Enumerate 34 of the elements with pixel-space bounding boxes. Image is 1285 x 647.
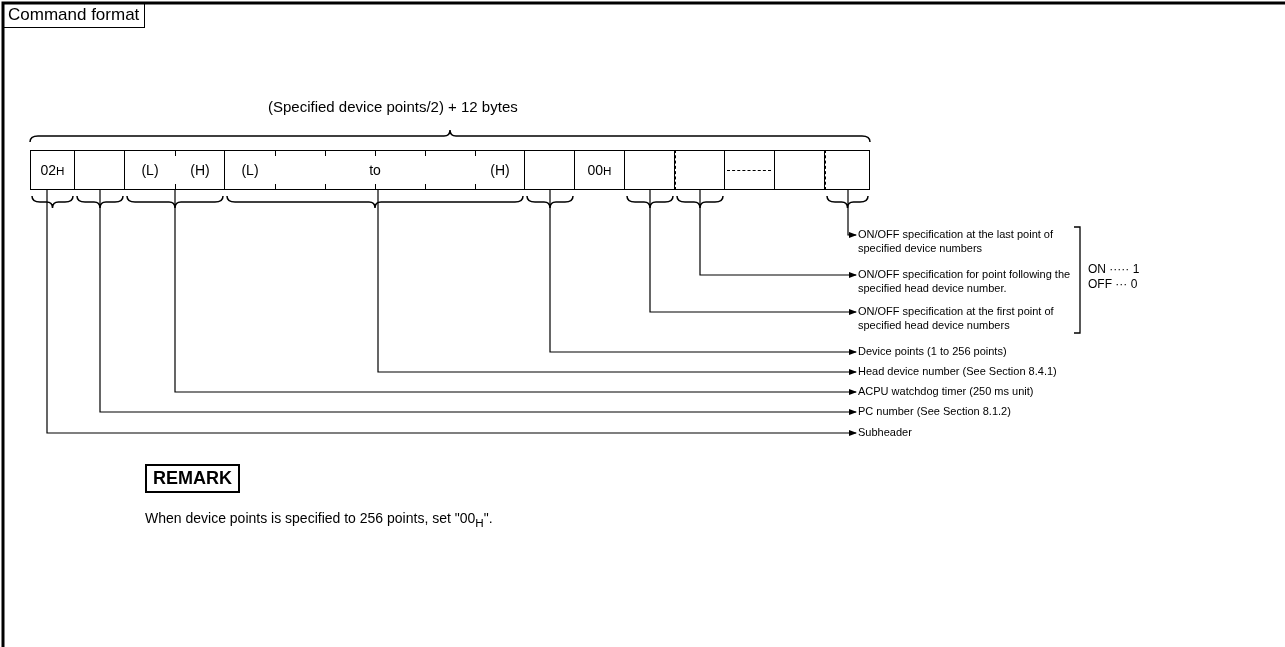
empty-byte-field <box>825 150 870 190</box>
byte-label: (L) <box>241 162 259 178</box>
byte-label: (L) <box>141 162 159 178</box>
value-note: ON ····· 1 <box>1088 262 1140 276</box>
description-text: PC number (See Section 8.1.2) <box>858 404 1073 418</box>
description-text: ON/OFF specification at the first point of specified head device numbers <box>858 304 1073 332</box>
empty-byte-field <box>725 150 775 190</box>
arrow <box>174 189 857 395</box>
description-text: ON/OFF specification at the last point of specified device numbers <box>858 227 1073 255</box>
description-text: ACPU watchdog timer (250 ms unit) <box>858 384 1073 398</box>
byte-label: (H) <box>490 162 510 178</box>
arrow <box>377 189 857 375</box>
empty-byte-field <box>675 150 725 190</box>
byte-label: (H) <box>190 162 210 178</box>
description-text: Device points (1 to 256 points) <box>858 344 1073 358</box>
section-heading: Command format <box>3 3 146 28</box>
empty-byte-field <box>525 150 575 190</box>
arrow <box>549 189 857 355</box>
remark-text: When device points is specified to 256 points, set "00$_{H}$". <box>145 510 493 529</box>
arrow <box>847 189 857 238</box>
value-note: OFF ··· 0 <box>1088 277 1138 291</box>
description-text: Subheader <box>858 425 1073 439</box>
arrow <box>649 189 857 315</box>
empty-byte-field <box>775 150 825 190</box>
empty-byte-field <box>625 150 675 190</box>
byte-field <box>125 150 225 190</box>
empty-byte-field <box>75 150 125 190</box>
dimension-label: (Specified device points/2) + 12 bytes <box>268 98 518 115</box>
byte-label: to <box>369 162 381 178</box>
description-text: Head device number (See Section 8.4.1) <box>858 364 1073 378</box>
remark-heading: REMARK <box>145 464 240 493</box>
byte-field <box>225 150 525 190</box>
description-text: ON/OFF specification for point following the specified head device number. <box>858 267 1073 295</box>
arrow <box>699 189 857 278</box>
